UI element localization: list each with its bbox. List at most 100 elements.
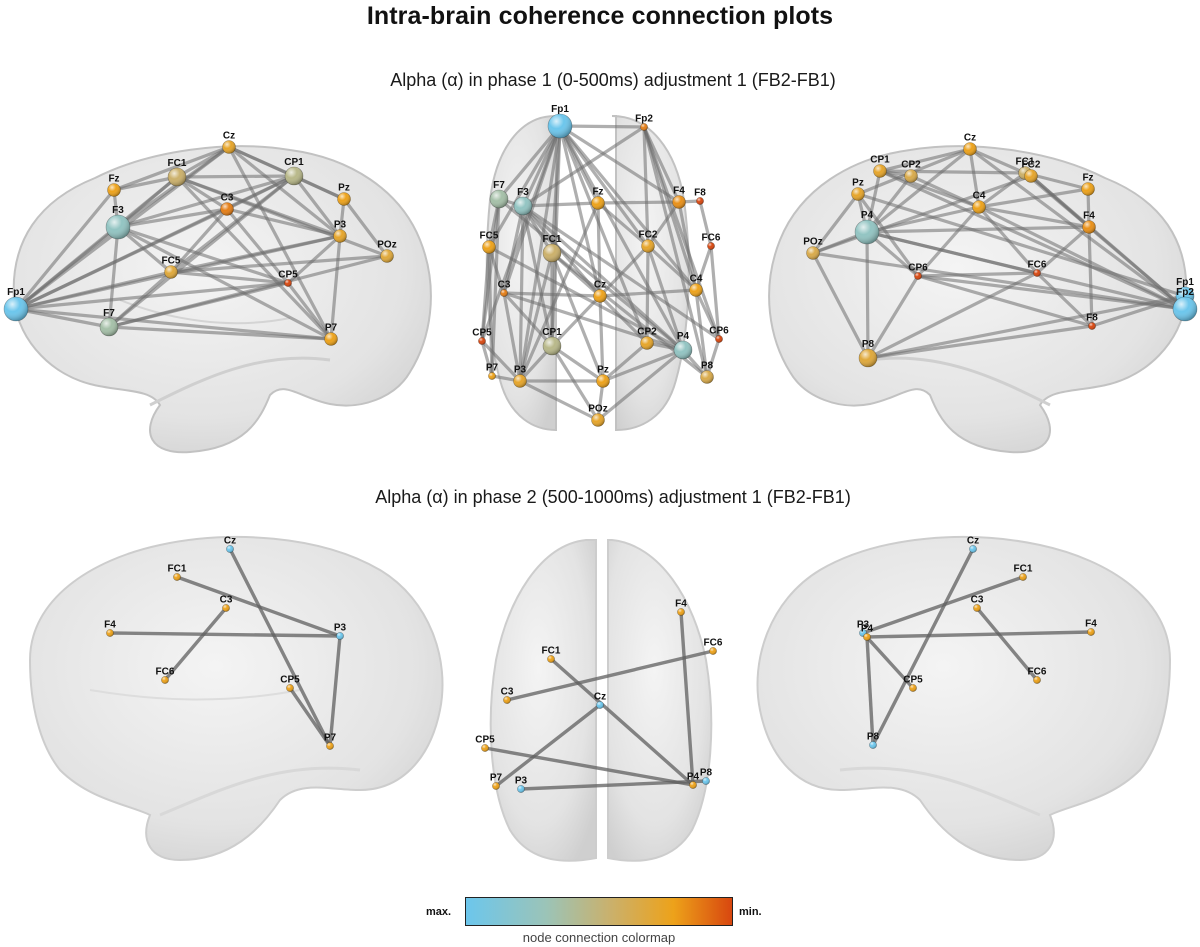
electrode-node-shading: [709, 647, 717, 655]
connection-P3-P8: [519, 779, 708, 791]
connection-POz-P8: [811, 251, 870, 360]
connection-Fp1-Fz: [14, 188, 116, 311]
electrode-label-cp1: CP1: [284, 157, 304, 168]
electrode-label-fc6: FC6: [704, 637, 723, 648]
electrode-node-shading: [591, 196, 605, 210]
electrode-label-p8: P8: [867, 731, 880, 742]
panel-2-left-connections: [108, 547, 342, 748]
connection-Cz-FC1: [968, 147, 1027, 175]
colormap-caption: node connection colormap: [522, 930, 676, 945]
electrode-node-shading: [492, 782, 500, 790]
electrode-label-fc2: FC2: [1022, 160, 1041, 171]
connection-F7-POz: [107, 254, 389, 329]
electrode-label-fc5: FC5: [162, 256, 181, 267]
electrode-node-shading: [543, 244, 561, 262]
connection-Fp1-Pz: [856, 192, 1187, 298]
connection-C3-P3: [502, 291, 522, 383]
electrode-label-pz: Pz: [852, 178, 864, 189]
connection-P8-FC6: [866, 271, 1039, 360]
connection-FC5-CP5: [169, 270, 290, 285]
electrode-node-shading: [488, 372, 496, 380]
connection-F3-CP6: [521, 204, 721, 341]
electrode-node-shading: [481, 744, 489, 752]
connection-Cz-Pz: [598, 294, 605, 383]
electrode-label-p4: P4: [687, 771, 700, 782]
electrode-label-p4: P4: [861, 623, 874, 634]
electrode-label-c3: C3: [501, 686, 514, 697]
connection-Fp1-Fp2: [558, 124, 646, 129]
colormap-min-label: min.: [739, 906, 762, 918]
electrode-node-shading: [1088, 322, 1096, 330]
connection-CP2-C4: [909, 174, 981, 209]
connection-F4-P3: [108, 631, 342, 638]
connection-FC1-P4: [549, 657, 695, 787]
electrode-node-shading: [596, 701, 604, 709]
connection-FC6-CP6: [709, 244, 721, 341]
electrode-node-shading: [548, 114, 572, 138]
connection-P4-F4: [865, 225, 1091, 234]
electrode-node-shading: [324, 332, 338, 346]
connection-F7-P7: [107, 325, 333, 341]
electrode-label-fc1: FC1: [543, 234, 562, 245]
connection-P8-F8: [866, 324, 1094, 360]
connection-FC1-P3: [518, 251, 554, 383]
connection-Cz-P7: [228, 547, 332, 748]
connection-F7-P7: [490, 197, 501, 378]
electrode-label-p4: P4: [677, 331, 690, 342]
electrode-label-cz: Cz: [223, 131, 235, 142]
connection-Fp2-Cz: [968, 147, 1187, 311]
electrode-label-f7: F7: [493, 180, 505, 191]
connection-CP1-FC1: [878, 169, 1027, 175]
connection-P4-POz: [596, 348, 685, 422]
connection-CP2-Pz: [601, 341, 649, 383]
electrode-label-fz: Fz: [592, 187, 603, 198]
electrode-node-shading: [4, 297, 28, 321]
electrode-node-shading: [1087, 628, 1095, 636]
connection-Fp1-F8: [1090, 294, 1187, 328]
connection-CP1-Pz: [550, 344, 605, 383]
connection-Fp1-F7: [497, 124, 562, 201]
electrode-label-cz: Cz: [594, 691, 606, 702]
electrode-label-fp2: Fp2: [1176, 287, 1194, 298]
electrode-label-p8: P8: [701, 361, 714, 372]
connection-P3-P7: [329, 234, 342, 341]
connection-C3-CP1: [502, 291, 554, 348]
connection-C4-F4: [977, 205, 1091, 229]
electrodes-layer: Fp1F7F3FzFC1CzCP1PzC3P3POzFC5CP5P7Fp1Fp2…: [3, 104, 1198, 793]
connection-Fp1-P4: [558, 124, 685, 352]
connection-CP5-P3: [480, 339, 522, 383]
connection-F4-FC2: [646, 200, 681, 248]
electrode-node-shading: [226, 545, 234, 553]
connections-layer: [14, 124, 1187, 791]
electrode-label-cp6: CP6: [908, 262, 928, 273]
connection-Fp1-P7: [14, 307, 333, 341]
electrode-node-shading: [514, 197, 532, 215]
electrode-node-shading: [700, 370, 714, 384]
electrode-node-shading: [161, 676, 169, 684]
connection-Cz-P8: [871, 547, 975, 747]
electrode-node-shading: [1173, 297, 1197, 321]
electrode-label-cz: Cz: [967, 535, 979, 546]
connection-Cz-CP1: [878, 147, 972, 173]
electrode-label-c3: C3: [221, 193, 234, 204]
connection-Fz-Cz: [112, 145, 231, 192]
connection-CP5-P7: [288, 686, 332, 748]
electrode-node-shading: [1024, 169, 1038, 183]
electrode-node-shading: [851, 187, 865, 201]
panel-2-right-brain: [756, 536, 1172, 862]
electrode-label-p7: P7: [324, 732, 337, 743]
electrode-label-cz: Cz: [594, 280, 606, 291]
electrode-node-shading: [863, 633, 871, 641]
electrode-node-shading: [222, 140, 236, 154]
connection-FC1-CP1: [175, 174, 296, 179]
electrode-label-fp1: Fp1: [1176, 277, 1194, 288]
connection-FC1-P7: [175, 175, 333, 341]
panel-1-top-connections: [480, 124, 721, 422]
panel-1-subtitle: Alpha (α) in phase 1 (0-500ms) adjustmen…: [390, 70, 836, 90]
node-connection-colormap: [465, 897, 733, 926]
connection-C3-FC6: [163, 606, 228, 682]
connection-CP6-F8: [916, 274, 1094, 328]
connection-Fp1-P3: [518, 124, 562, 383]
